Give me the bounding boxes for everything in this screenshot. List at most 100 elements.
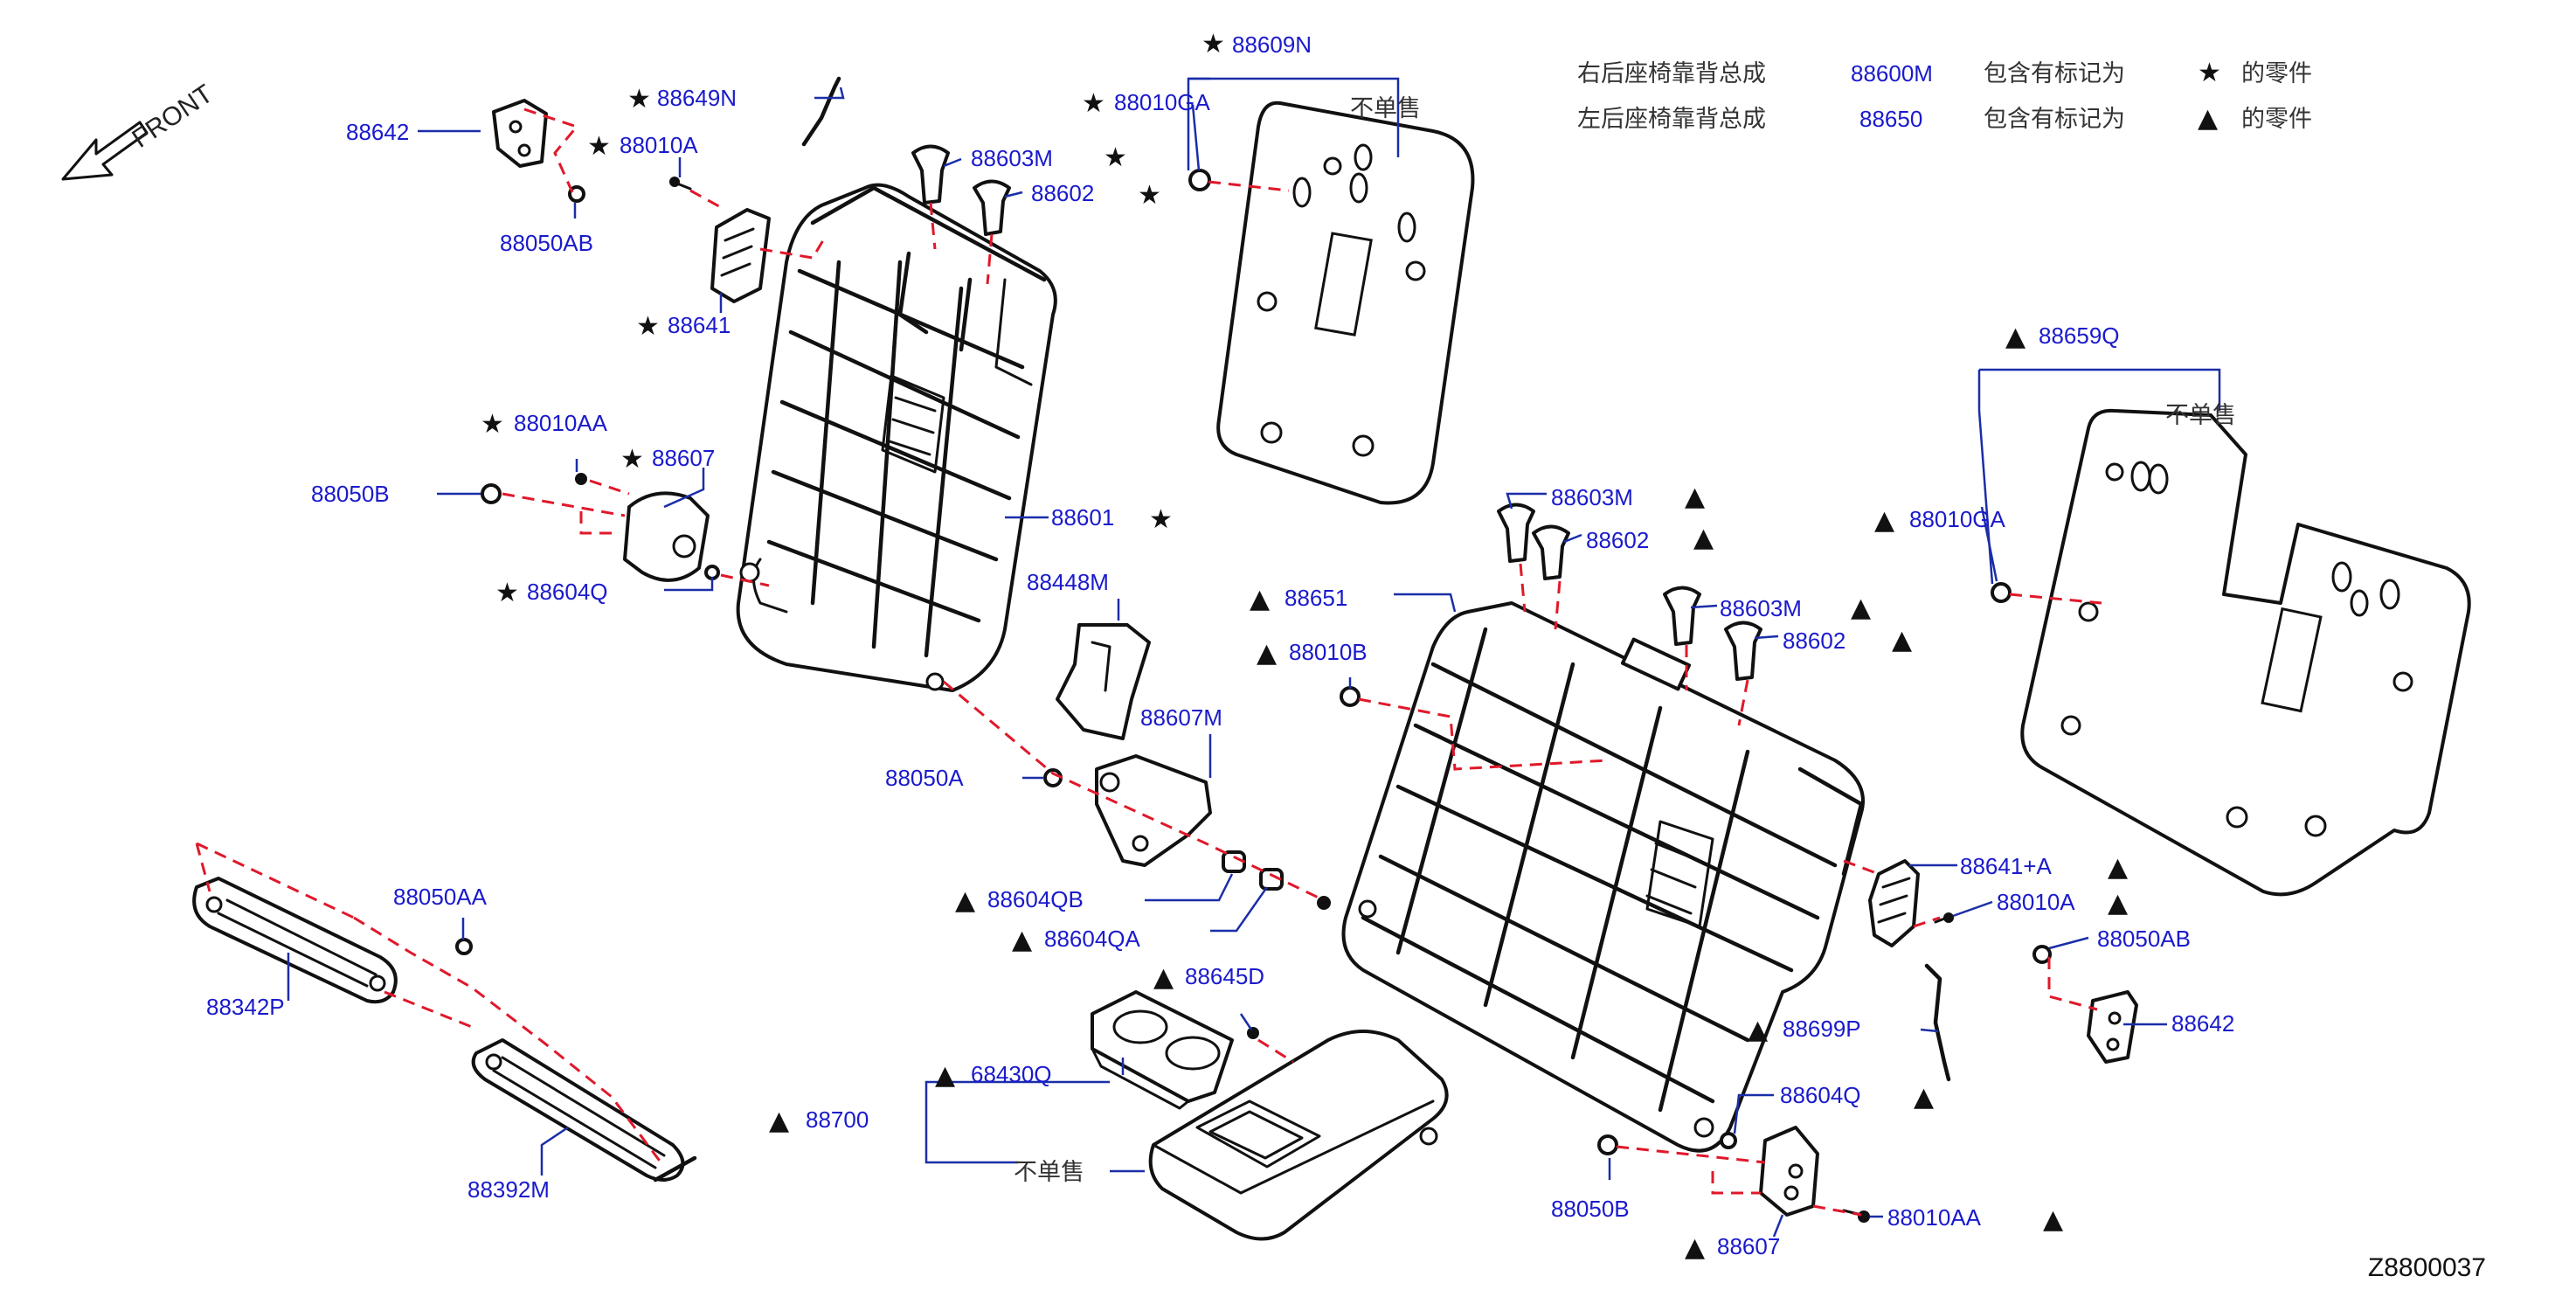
legend-row1-name: 右后座椅靠背总成 — [1577, 60, 1766, 87]
front-label: FRONT — [127, 80, 218, 154]
star-icon: ★ — [620, 444, 644, 475]
label-88010aa-right: 88010AA — [1887, 1204, 1982, 1231]
triangle-icon: ▲ — [2108, 888, 2128, 919]
triangle-icon: ▲ — [769, 1106, 789, 1136]
triangle-icon: ▲ — [1250, 584, 1270, 614]
label-88642-right: 88642 — [2171, 1010, 2234, 1037]
label-88603m-right2: 88603M — [1720, 595, 1802, 621]
label-88602-right2: 88602 — [1783, 628, 1845, 654]
star-icon: ★ — [1201, 29, 1225, 59]
label-88602-left: 88602 — [1031, 180, 1094, 206]
triangle-icon: ▲ — [1685, 1232, 1705, 1263]
label-88050ab-left: 88050AB — [500, 230, 593, 256]
star-icon: ★ — [1082, 88, 1105, 119]
frame-88601 — [736, 183, 1057, 692]
triangle-icon: ▲ — [1851, 593, 1871, 623]
label-88641: 88641 — [668, 312, 731, 338]
label-88601: 88601 — [1051, 504, 1114, 531]
legend-row1-text: 包含有标记为 — [1984, 60, 2125, 87]
label-88604q-right: 88604Q — [1780, 1082, 1861, 1108]
armrest-88700 — [1148, 1030, 1449, 1241]
label-88609n: 88609N — [1232, 31, 1312, 58]
star-icon: ★ — [1138, 180, 1161, 211]
label-88699p: 88699P — [1783, 1016, 1861, 1042]
triangle-icon: ▲ — [1257, 638, 1277, 669]
label-88602-right1: 88602 — [1586, 527, 1649, 553]
front-indicator: FRONT — [61, 80, 218, 181]
label-88010a-left: 88010A — [620, 132, 698, 158]
label-88010b: 88010B — [1289, 639, 1368, 665]
board-88609n — [1216, 101, 1475, 505]
front-arrow-icon — [61, 121, 149, 181]
triangle-icon: ▲ — [955, 885, 975, 916]
triangle-icon: ▲ — [1892, 625, 1912, 655]
legend-row1-suffix: 的零件 — [2241, 60, 2312, 87]
label-88010ga-right: 88010GA — [1909, 506, 2006, 532]
label-88642-left: 88642 — [346, 119, 409, 145]
triangle-icon: ▲ — [935, 1060, 955, 1091]
legend: 右后座椅靠背总成 88600M 包含有标记为 ★ 的零件 左后座椅靠背总成 88… — [1577, 58, 2312, 134]
label-88010ga-left: 88010GA — [1114, 89, 1211, 115]
label-88604qb: 88604QB — [987, 886, 1084, 912]
part-labels: 88642 88050AB ★ 88649N ★ 88010A ★ 88641 … — [206, 29, 2236, 1263]
label-88645d: 88645D — [1185, 963, 1264, 989]
frame-88651 — [1341, 601, 1865, 1153]
assembly-lines — [195, 108, 2102, 1217]
triangle-icon: ▲ — [2043, 1204, 2063, 1235]
label-88010aa-left: 88010AA — [514, 410, 608, 436]
triangle-icon: ▲ — [2005, 322, 2025, 352]
star-icon: ★ — [495, 578, 519, 608]
star-icon: ★ — [636, 311, 660, 342]
hinge-88392m — [471, 1038, 697, 1183]
legend-row2-marker: ▲ — [2198, 103, 2218, 134]
star-icon: ★ — [627, 84, 651, 114]
triangle-icon: ▲ — [2108, 852, 2128, 883]
not-sold-88700: 不单售 — [1014, 1159, 1084, 1186]
not-sold-88609n: 不单售 — [1350, 95, 1421, 122]
triangle-icon: ▲ — [1914, 1082, 1934, 1113]
label-88603m-right1: 88603M — [1551, 484, 1633, 510]
label-88641a: 88641+A — [1960, 853, 2052, 879]
triangle-icon: ▲ — [1153, 962, 1174, 993]
leader-lines — [287, 77, 2221, 1238]
board-88659q — [2020, 408, 2471, 897]
label-88607-right: 88607 — [1717, 1233, 1780, 1259]
label-88392m: 88392M — [467, 1176, 550, 1203]
legend-row2-text: 包含有标记为 — [1984, 106, 2125, 133]
label-88603m-left: 88603M — [971, 145, 1053, 171]
triangle-icon: ▲ — [1874, 505, 1894, 536]
hinge-88342p — [192, 877, 398, 1004]
label-88604qa: 88604QA — [1044, 926, 1141, 952]
label-88649n: 88649N — [657, 85, 737, 111]
label-88607-left: 88607 — [652, 445, 715, 471]
not-sold-88659q: 不单售 — [2165, 402, 2236, 429]
label-88342p: 88342P — [206, 994, 285, 1020]
triangle-icon: ▲ — [1693, 523, 1714, 553]
legend-row1-part: 88600M — [1851, 60, 1933, 87]
label-88700: 88700 — [806, 1106, 869, 1133]
legend-row1-marker: ★ — [2198, 58, 2221, 88]
triangle-icon: ▲ — [1012, 925, 1032, 955]
star-icon: ★ — [587, 131, 611, 162]
cup-holder-68430q — [1091, 990, 1234, 1110]
label-88050b-left: 88050B — [311, 481, 390, 507]
legend-row2-suffix: 的零件 — [2241, 106, 2312, 133]
triangle-icon: ▲ — [1748, 1015, 1768, 1045]
label-88050ab-right: 88050AB — [2097, 926, 2191, 952]
label-88050aa: 88050AA — [393, 884, 488, 910]
star-icon: ★ — [1149, 504, 1173, 535]
star-icon: ★ — [1104, 142, 1127, 173]
label-88010a-right: 88010A — [1997, 889, 2075, 915]
label-88659q: 88659Q — [2039, 323, 2120, 349]
diagram-code: Z8800037 — [2368, 1253, 2486, 1282]
label-88050b-right: 88050B — [1551, 1196, 1630, 1222]
star-icon: ★ — [481, 409, 504, 440]
label-88604q-left: 88604Q — [527, 579, 608, 605]
legend-row2-part: 88650 — [1859, 106, 1922, 132]
label-88607m: 88607M — [1140, 704, 1222, 731]
label-88050a: 88050A — [885, 765, 964, 791]
label-88651: 88651 — [1285, 585, 1347, 611]
label-88448m: 88448M — [1027, 569, 1109, 595]
legend-row2-name: 左后座椅靠背总成 — [1577, 106, 1766, 133]
